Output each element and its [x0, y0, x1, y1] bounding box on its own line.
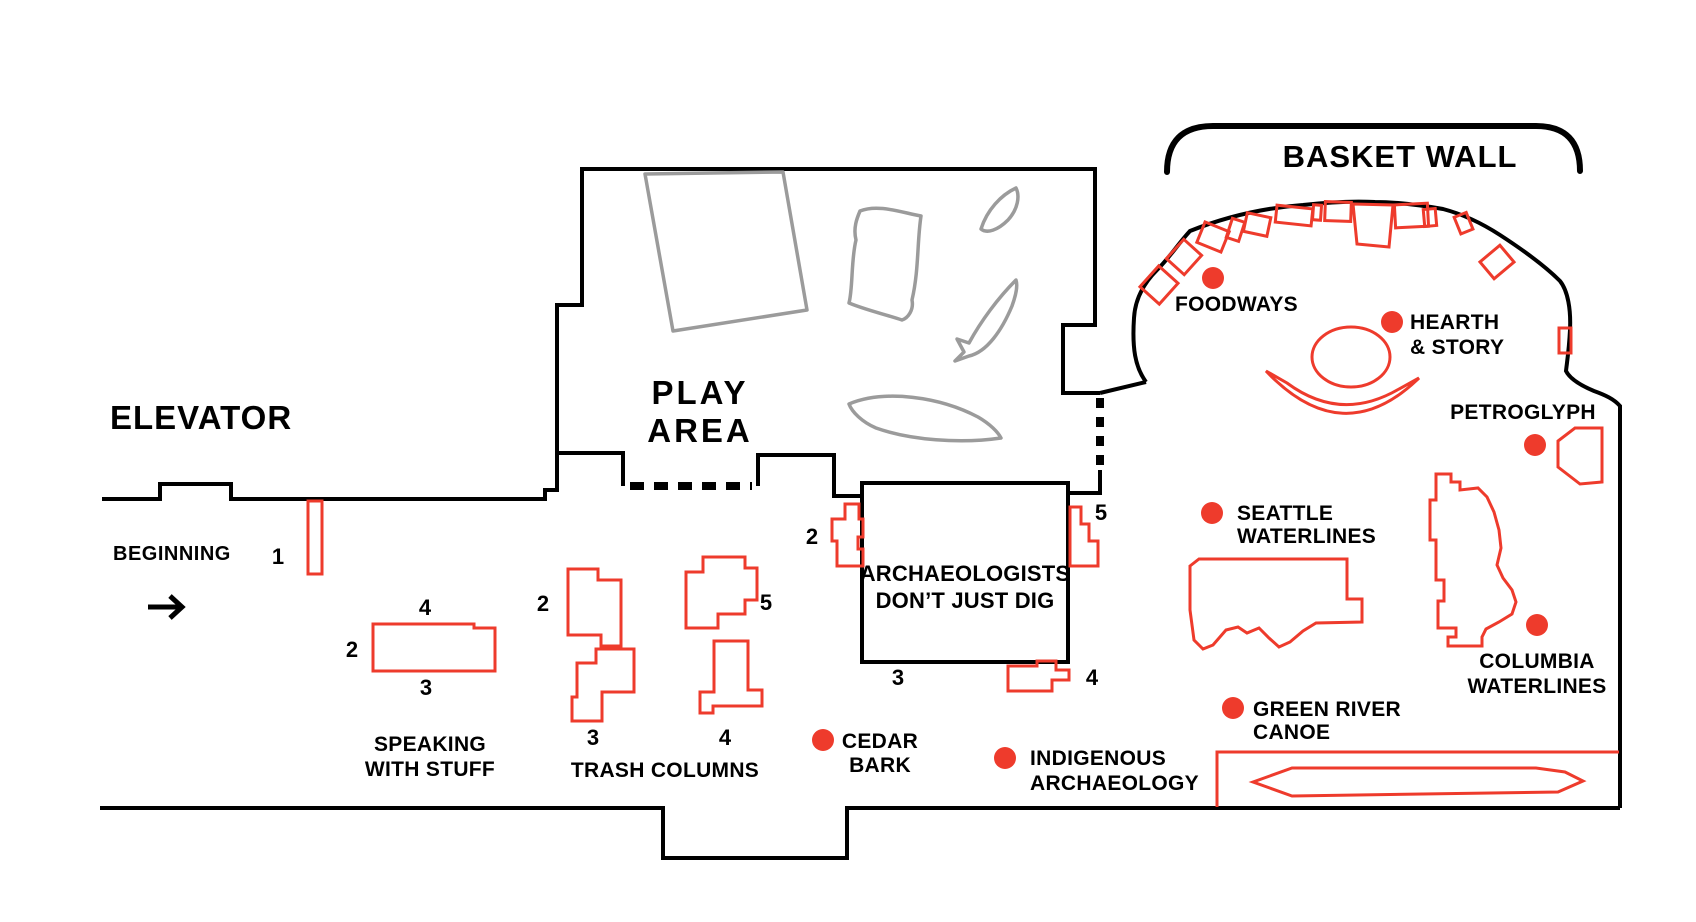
- marker-trash-4: 4: [719, 725, 732, 750]
- leaf-small-shape: [979, 186, 1020, 233]
- basket: [1421, 206, 1439, 229]
- indigenous-archaeology-label-1: INDIGENOUS: [1030, 747, 1166, 770]
- poi-dots: [812, 267, 1548, 769]
- green-river-canoe-dot: [1222, 697, 1244, 719]
- foodways-dot: [1202, 267, 1224, 289]
- play-area-label-1: PLAY: [652, 374, 749, 411]
- marker-trash-5: 5: [760, 590, 772, 615]
- hearth-circle: [1310, 325, 1392, 389]
- cedar-bark-dot: [812, 729, 834, 751]
- basket: [1164, 237, 1204, 277]
- basket-wall-label: BASKET WALL: [1283, 139, 1518, 174]
- marker-trash-3: 3: [587, 725, 599, 750]
- elevator-label: ELEVATOR: [110, 399, 292, 436]
- basket: [1224, 216, 1247, 244]
- canoe-leaf-shape: [847, 394, 1003, 443]
- basket: [1452, 210, 1475, 236]
- marker-adjd-4: 4: [1086, 665, 1099, 690]
- case-trash-4: [698, 639, 764, 715]
- green-river-canoe-label-1: GREEN RIVER: [1253, 698, 1401, 721]
- case-canoe-wall: [1215, 750, 1619, 807]
- petroglyph-label: PETROGLYPH: [1450, 401, 1596, 424]
- seattle-waterlines-label-2: WATERLINES: [1237, 525, 1376, 548]
- indigenous-archaeology-dot: [994, 747, 1016, 769]
- basket: [1241, 210, 1273, 239]
- archaeologists-label-1: ARCHAEOLOGISTS: [860, 561, 1071, 586]
- case-trash-3: [570, 647, 636, 723]
- marker-1: 1: [272, 544, 284, 569]
- seattle-waterlines-label-1: SEATTLE: [1237, 502, 1333, 525]
- marker-sws-4: 4: [419, 595, 432, 620]
- marker-adjd-5: 5: [1095, 500, 1107, 525]
- archaeologists-box: [860, 481, 1070, 664]
- basket: [1392, 201, 1431, 230]
- green-river-canoe-label-2: CANOE: [1253, 721, 1330, 744]
- hearth-story-dot: [1381, 311, 1403, 333]
- speaking-with-stuff-label-2: WITH STUFF: [365, 758, 495, 781]
- case-speaking-with-stuff: [371, 622, 497, 673]
- marker-trash-2: 2: [537, 591, 549, 616]
- marker-adjd-2: 2: [806, 524, 818, 549]
- wall-basket-entry: [1099, 380, 1147, 395]
- basket-wall-baskets: [1137, 200, 1573, 355]
- case-stop1: [306, 499, 324, 576]
- case-trash-2: [566, 567, 623, 648]
- basket-wall-bracket: [1164, 123, 1583, 175]
- basket: [1323, 200, 1353, 223]
- basket: [1137, 263, 1181, 307]
- play-area-label-2: AREA: [647, 412, 753, 449]
- columbia-waterlines-label-1: COLUMBIA: [1479, 650, 1595, 673]
- basket: [1310, 203, 1324, 222]
- speaking-with-stuff-label-1: SPEAKING: [374, 733, 486, 756]
- wall-connector: [1068, 470, 1102, 495]
- case-adjd-5: [1068, 505, 1100, 568]
- bark-piece-shape: [847, 206, 923, 322]
- cedar-bark-label-1: CEDAR: [842, 730, 918, 753]
- wall-corridor-playarea: [102, 167, 1100, 501]
- case-adjd-2: [830, 502, 865, 568]
- exhibit-cases: [306, 200, 1619, 807]
- marker-sws-3: 3: [420, 675, 432, 700]
- seattle-waterlines-dot: [1201, 502, 1223, 524]
- wall-doorway-bump: [756, 453, 862, 498]
- cedar-bark-label-2: BARK: [849, 754, 911, 777]
- leaf-stem-shape: [953, 278, 1019, 363]
- canoe-shape: [1248, 766, 1587, 798]
- basket: [1351, 202, 1395, 249]
- beginning-label: BEGINNING: [113, 543, 231, 565]
- hearth-story-label-2: & STORY: [1410, 336, 1504, 359]
- petroglyph-dot: [1524, 434, 1546, 456]
- indigenous-archaeology-label-2: ARCHAEOLOGY: [1030, 772, 1199, 795]
- beginning-arrow-icon: [148, 594, 186, 620]
- basket: [1194, 219, 1232, 255]
- columbia-waterlines-dot: [1526, 614, 1548, 636]
- numbered-markers: 1 2 4 3 2 3 5 4 2 5 3 4: [272, 500, 1107, 750]
- basket: [1477, 243, 1517, 281]
- case-adjd-4: [1006, 659, 1071, 693]
- marker-adjd-3: 3: [892, 665, 904, 690]
- wall-alcove-stub: [557, 451, 625, 486]
- marker-sws-2: 2: [346, 637, 358, 662]
- case-trash-5: [684, 555, 759, 630]
- archaeologists-label-2: DON’T JUST DIG: [876, 588, 1055, 613]
- columbia-waterlines-label-2: WATERLINES: [1467, 675, 1606, 698]
- trash-columns-label: TRASH COLUMNS: [571, 759, 759, 782]
- foodways-label: FOODWAYS: [1175, 293, 1298, 316]
- case-petroglyph: [1556, 426, 1604, 486]
- hearth-arc-band: [1264, 369, 1421, 415]
- play-mat-shape: [643, 170, 809, 333]
- case-columbia-waterlines: [1428, 472, 1518, 648]
- basket: [1557, 326, 1573, 355]
- case-seattle-waterlines: [1188, 557, 1364, 651]
- wall-bottom: [100, 806, 1620, 860]
- play-area-shapes: [643, 170, 1020, 443]
- hearth-story-label-1: HEARTH: [1410, 311, 1499, 334]
